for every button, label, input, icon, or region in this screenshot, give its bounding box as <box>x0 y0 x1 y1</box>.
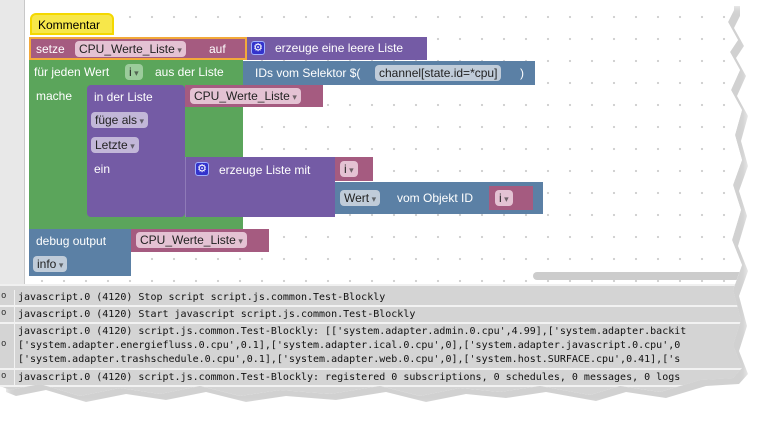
in-list-label: in der Liste <box>94 90 153 104</box>
set-label: setze <box>36 42 65 56</box>
log-panel: o javascript.0 (4120) Stop script script… <box>0 284 742 396</box>
log-marker: o <box>0 370 15 385</box>
item-variable-dropdown[interactable]: i <box>340 161 358 177</box>
create-list-with-block[interactable]: ⚙ erzeuge Liste mit <box>185 157 335 217</box>
insert-value-label: ein <box>94 162 111 176</box>
log-row: o javascript.0 (4120) script.js.common.T… <box>0 324 742 370</box>
get-value-label: vom Objekt ID <box>397 191 474 205</box>
foreach-bottom <box>29 218 243 230</box>
item-variable-block[interactable]: i <box>335 157 373 181</box>
create-empty-list-block[interactable]: ⚙ erzeuge eine leere Liste <box>247 37 427 60</box>
object-id-variable-dropdown[interactable]: i <box>495 190 513 206</box>
list-variable-block[interactable]: CPU_Werte_Liste <box>185 85 323 107</box>
log-row: o javascript.0 (4120) Stop script script… <box>0 290 742 307</box>
horizontal-scrollbar[interactable] <box>533 272 742 280</box>
set-variable-dropdown[interactable]: CPU_Werte_Liste <box>75 41 186 57</box>
gear-icon[interactable]: ⚙ <box>195 162 209 176</box>
toolbox-strip <box>0 0 25 288</box>
selector-block[interactable]: IDs vom Selektor $( channel[state.id=*cp… <box>243 61 535 85</box>
debug-label: debug output <box>36 234 107 248</box>
log-message: javascript.0 (4120) Start javascript scr… <box>18 309 416 320</box>
foreach-label: für jeden Wert <box>34 65 110 79</box>
blockly-workspace[interactable]: Kommentar setze CPU_Werte_Liste auf ⚙ er… <box>25 0 742 284</box>
screenshot-frame: Kommentar setze CPU_Werte_Liste auf ⚙ er… <box>0 0 742 400</box>
selector-label: IDs vom Selektor $( <box>255 66 361 80</box>
log-marker: o <box>0 324 15 368</box>
gear-icon[interactable]: ⚙ <box>251 41 265 55</box>
debug-variable-block[interactable]: CPU_Werte_Liste <box>131 229 269 252</box>
list-variable-dropdown[interactable]: CPU_Werte_Liste <box>190 88 301 104</box>
selector-suffix: ) <box>520 66 524 80</box>
foreach-header: für jeden Wert i aus der Liste <box>29 60 243 84</box>
log-message: javascript.0 (4120) script.js.common.Tes… <box>18 372 681 383</box>
foreach-do-label: mache <box>36 89 73 103</box>
log-message-line: ['system.adapter.trashschedule.0.cpu',0.… <box>18 354 681 365</box>
list-insert-block[interactable]: in der Liste füge als Letzte ein <box>87 85 185 217</box>
log-message-line: javascript.0 (4120) script.js.common.Tes… <box>18 326 687 337</box>
comment-block[interactable]: Kommentar <box>30 13 114 35</box>
insert-position-dropdown[interactable]: Letzte <box>91 137 139 153</box>
attribute-dropdown[interactable]: Wert <box>340 190 381 206</box>
comment-text: Kommentar <box>38 18 101 32</box>
debug-level-dropdown[interactable]: info <box>33 256 68 272</box>
log-row: o javascript.0 (4120) script.js.common.T… <box>0 370 742 387</box>
log-message-line: ['system.adapter.energiefluss.0.cpu',0.1… <box>18 340 681 351</box>
create-list-with-label: erzeuge Liste mit <box>219 163 311 177</box>
log-marker: o <box>0 290 15 305</box>
set-to-label: auf <box>209 42 226 56</box>
selector-input[interactable]: channel[state.id=*cpu] <box>375 65 502 81</box>
log-marker: o <box>0 307 15 322</box>
insert-mode-dropdown[interactable]: füge als <box>91 112 149 128</box>
create-empty-list-label: erzeuge eine leere Liste <box>275 41 404 55</box>
object-id-variable-block[interactable]: i <box>489 186 533 210</box>
log-row: o javascript.0 (4120) Start javascript s… <box>0 307 742 324</box>
debug-output-block[interactable]: debug output info <box>29 229 131 276</box>
log-message: javascript.0 (4120) Stop script script.j… <box>18 292 386 303</box>
foreach-from-label: aus der Liste <box>155 65 224 79</box>
foreach-variable-dropdown[interactable]: i <box>125 64 143 80</box>
debug-variable-dropdown[interactable]: CPU_Werte_Liste <box>136 232 247 248</box>
set-variable-block[interactable]: setze CPU_Werte_Liste auf <box>29 37 247 60</box>
